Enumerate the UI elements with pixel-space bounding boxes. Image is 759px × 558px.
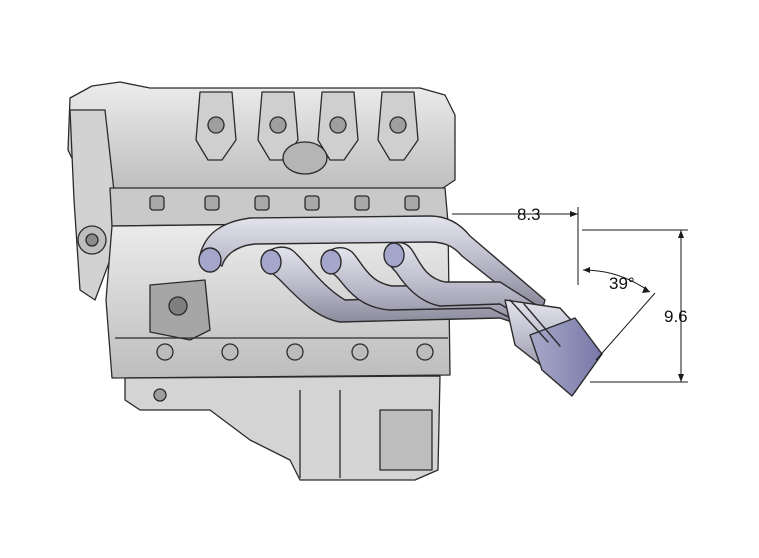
timing-cover [69, 109, 116, 301]
coil-packs [195, 91, 419, 161]
dim-label-top-length: 8.3 [517, 205, 541, 224]
dimension-annotations [452, 207, 688, 383]
dim-8-3-arrow [570, 211, 578, 217]
dim-label-exit-angle: 39° [609, 274, 635, 293]
exhaust-header-drawing [198, 215, 603, 397]
engine-block-drawing [67, 81, 456, 481]
oil-cap [282, 141, 328, 175]
dim-label-vertical-drop: 9.6 [664, 307, 688, 326]
oil-pan [124, 375, 441, 481]
block-bolts [156, 343, 434, 361]
collector-tip [529, 317, 603, 397]
